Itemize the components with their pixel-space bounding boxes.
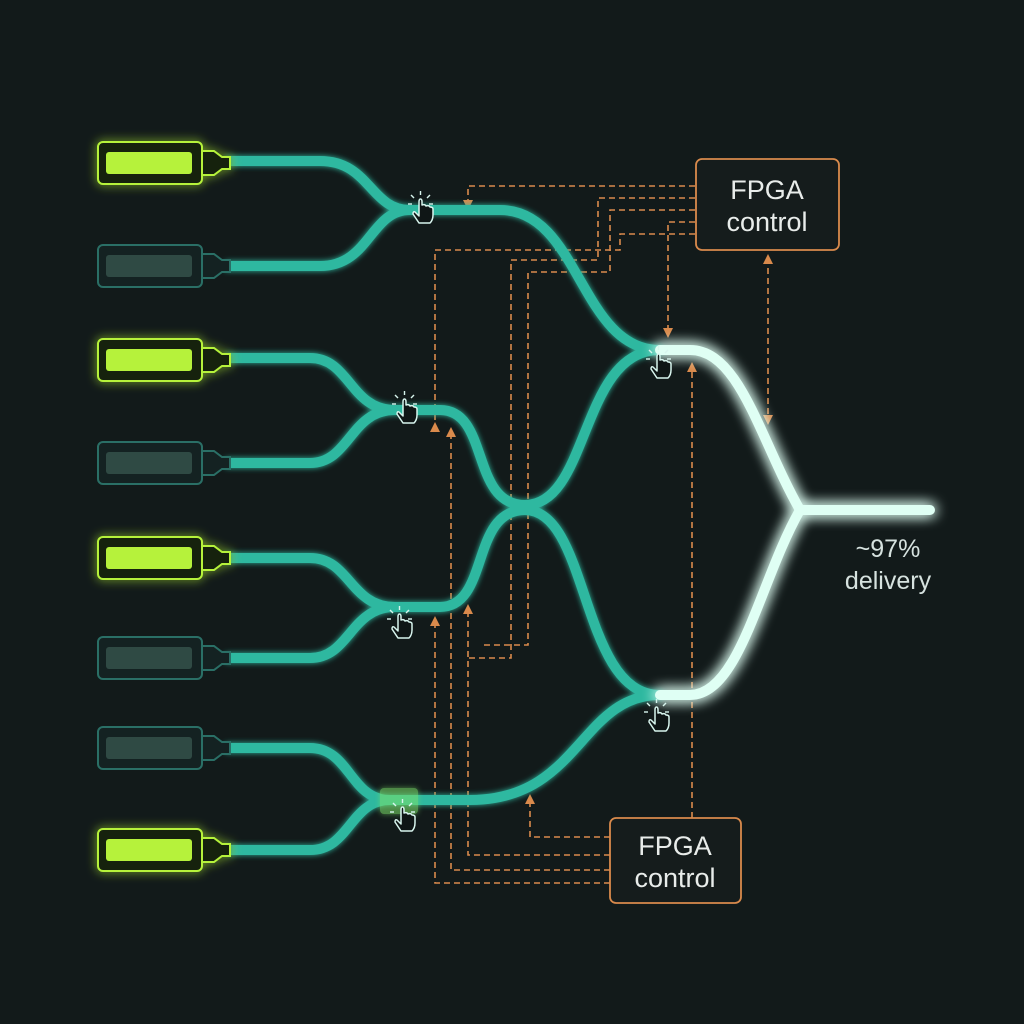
- photon-source-2: [97, 244, 231, 288]
- photon-sources: [97, 141, 231, 872]
- photon-source-5: [97, 536, 231, 580]
- output-waveguide: [655, 345, 935, 700]
- photon-source-8: [97, 828, 231, 872]
- output-label: ~97% delivery: [845, 535, 932, 595]
- fpga-control-top: FPGA control: [695, 158, 840, 251]
- fpga-bottom-line1: FPGA: [638, 831, 712, 861]
- photon-source-6: [97, 636, 231, 680]
- waveguide-network: [223, 156, 665, 855]
- photon-source-3: [97, 338, 231, 382]
- photon-source-7: [97, 726, 231, 770]
- control-lines: [430, 185, 773, 884]
- fpga-bottom-line2: control: [634, 863, 715, 893]
- switch-nodes: [380, 190, 672, 832]
- photon-source-1: [97, 141, 231, 185]
- pointer-hand-icon: [643, 698, 670, 732]
- delivery-text: delivery: [845, 567, 932, 595]
- fpga-top-line2: control: [726, 207, 807, 237]
- photon-source-4: [97, 441, 231, 485]
- fpga-control-bottom: FPGA control: [609, 817, 742, 904]
- fpga-top-line1: FPGA: [730, 175, 804, 205]
- delivery-percent: ~97%: [856, 535, 921, 563]
